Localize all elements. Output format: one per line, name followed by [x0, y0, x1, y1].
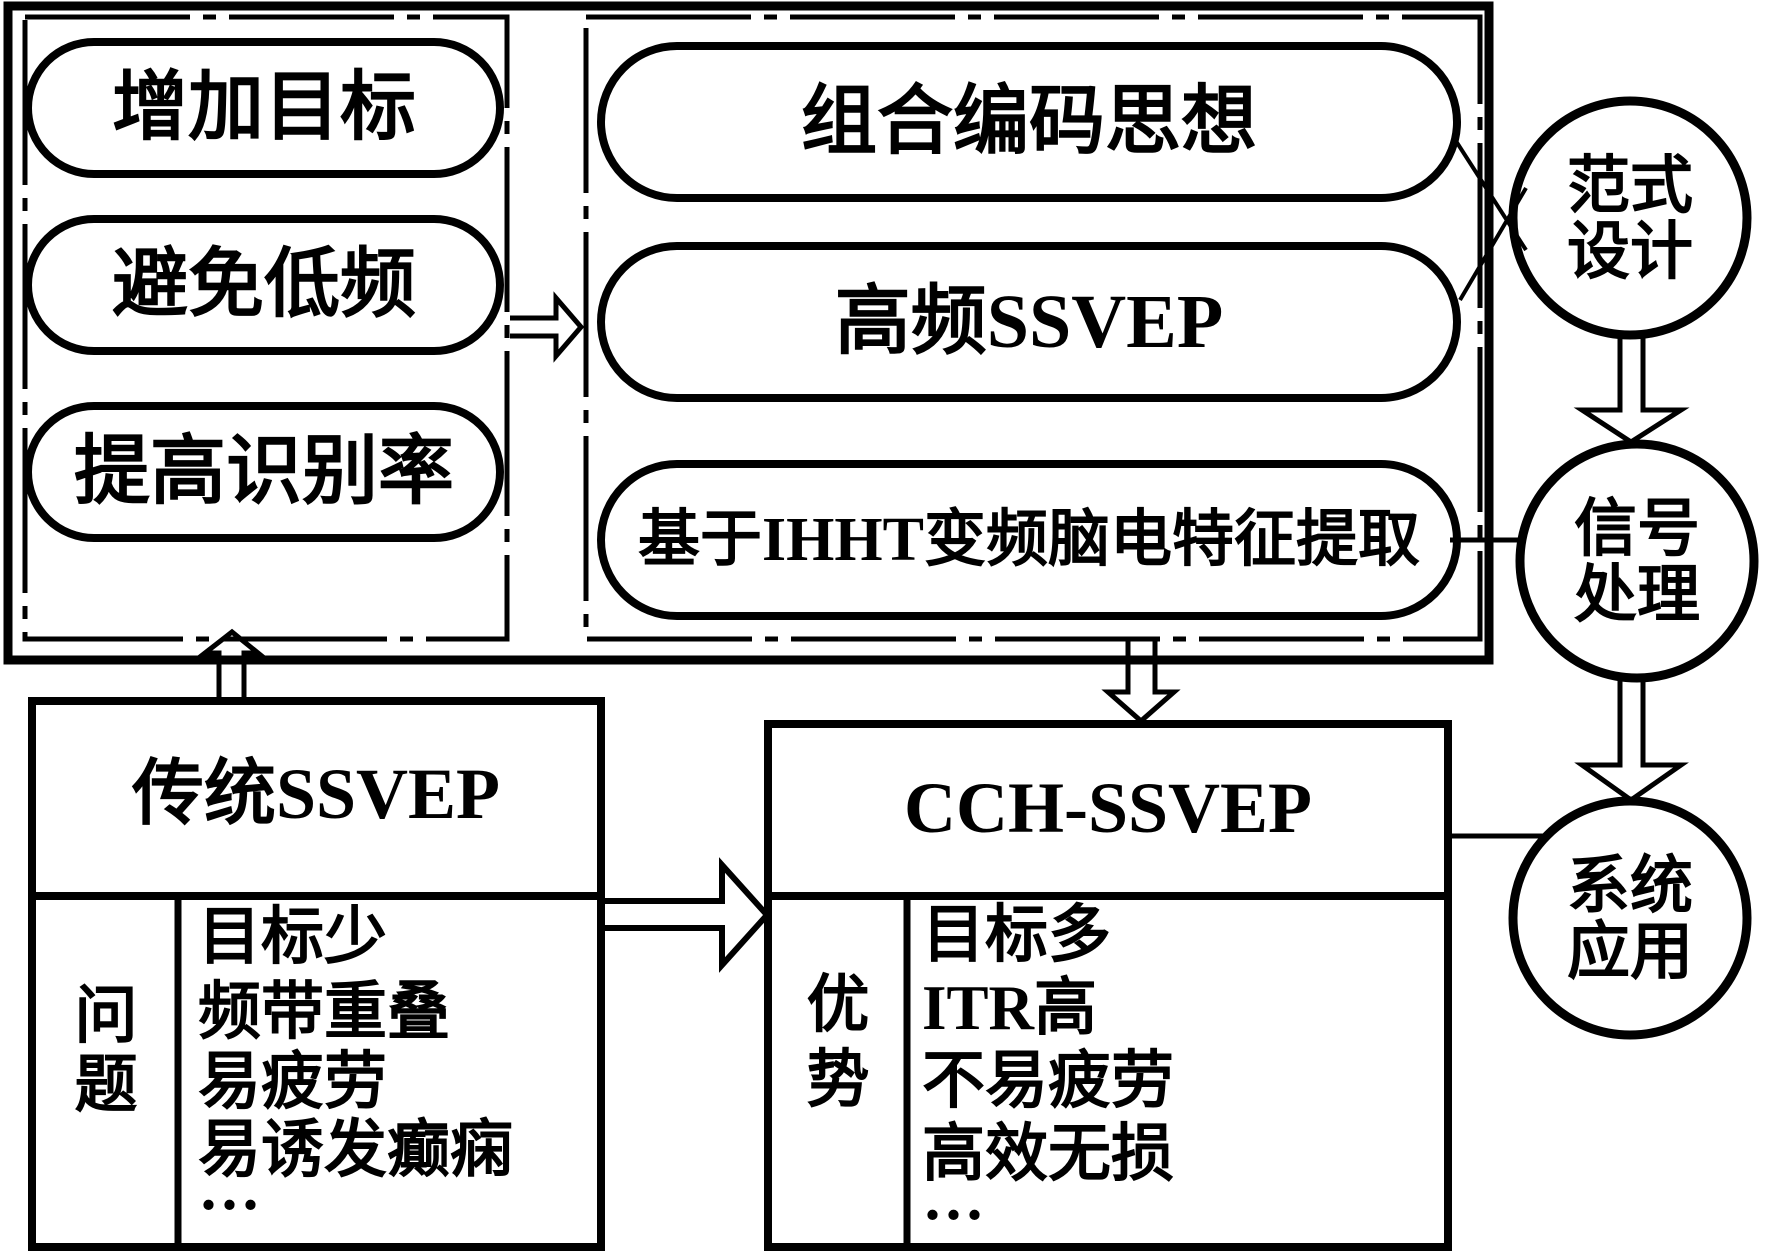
goals-panel-frame [22, 14, 510, 642]
frame-to-cch-arrow-icon [1101, 640, 1181, 725]
system-application-label-line1: 系统 [1567, 851, 1693, 921]
signal-processing-label-line2: 处理 [1574, 560, 1700, 630]
traditional-row-label-line1: 问 [75, 981, 138, 1051]
traditional-box [28, 697, 605, 1251]
signal-to-system-arrow-icon [1574, 681, 1689, 804]
methods-panel-frame [583, 14, 1483, 642]
traditional-row-label-line2: 题 [75, 1050, 138, 1120]
paradigm-design-label-line1: 范式 [1567, 151, 1693, 221]
paradigm-design-circle [1508, 96, 1752, 340]
cch-title: CCH-SSVEP [904, 768, 1312, 848]
signal-processing-label-line1: 信号 [1574, 494, 1700, 564]
method-pill-1 [597, 42, 1461, 202]
goals-to-methods-arrow-icon [510, 291, 585, 363]
cch-item: 目标多 [922, 900, 1111, 970]
method-pill-2-label: 高频SSVEP [835, 280, 1224, 364]
cch-item: 不易疲劳 [922, 1046, 1174, 1116]
cch-row-label-line1: 优 [807, 970, 870, 1040]
traditional-title: 传统SSVEP [131, 754, 500, 834]
cch-item: 高效无损 [922, 1119, 1174, 1189]
cch-box [764, 720, 1452, 1251]
traditional-to-cch-arrow-icon [601, 857, 772, 973]
goal-pill-1-label: 增加目标 [112, 66, 416, 150]
system-application-label-line2: 应用 [1567, 917, 1693, 987]
paradigm-design-label-line2: 设计 [1567, 217, 1693, 287]
traditional-item: 目标少 [198, 902, 387, 972]
method-pill-3-label: 基于IHHT变频脑电特征提取 [638, 505, 1420, 574]
method-pill-1-label: 组合编码思想 [801, 80, 1257, 164]
goal-pill-1 [24, 38, 504, 178]
cch-item-ellipsis: ··· [922, 1180, 985, 1250]
traditional-item-ellipsis: ··· [198, 1170, 261, 1240]
traditional-item: 频带重叠 [198, 977, 450, 1047]
goal-pill-2-label: 避免低频 [112, 243, 416, 327]
cch-row-label-line2: 势 [807, 1045, 870, 1115]
traditional-to-frame-arrow-icon [197, 628, 266, 699]
goal-pill-2 [24, 215, 504, 355]
signal-processing-circle [1515, 439, 1759, 683]
cch-item: ITR高 [922, 973, 1097, 1043]
system-application-circle [1508, 796, 1752, 1040]
traditional-item: 易疲劳 [198, 1047, 387, 1117]
goal-pill-3 [24, 402, 504, 542]
traditional-item: 易诱发癫痫 [198, 1115, 513, 1185]
goal-pill-3-label: 提高识别率 [74, 430, 454, 514]
outer-frame [3, 1, 1494, 665]
paradigm-to-signal-arrow-icon [1573, 334, 1690, 445]
method-pill-2 [597, 242, 1461, 402]
